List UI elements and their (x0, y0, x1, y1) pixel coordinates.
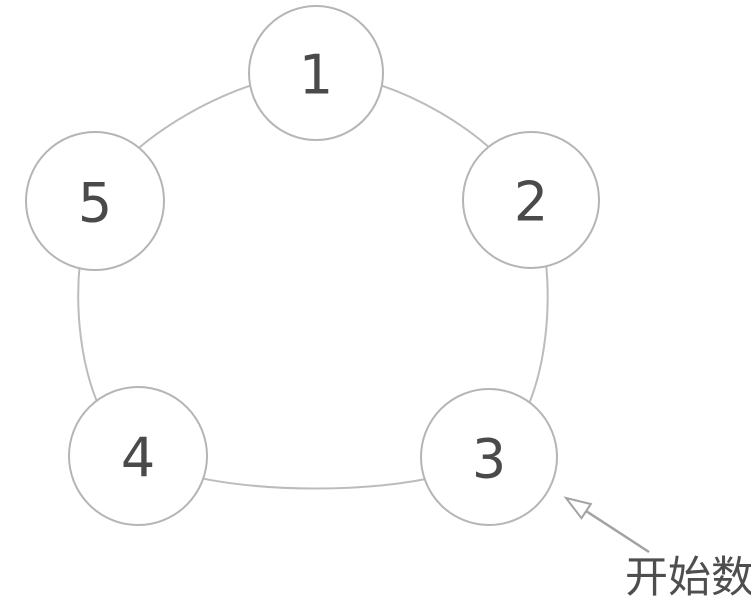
arrow-shaft (585, 510, 650, 554)
node-circle-2 (462, 131, 600, 269)
node-label-4: 4 (121, 427, 155, 490)
node-label-1: 1 (299, 44, 333, 107)
annotation-label: 开始数 (625, 553, 751, 603)
node-label-2: 2 (514, 171, 548, 234)
node-circle-4 (68, 386, 208, 526)
arrow-head-icon (563, 496, 593, 520)
node-circle-5 (25, 131, 165, 271)
node-label-3: 3 (472, 428, 506, 491)
annotation-group: 开始数 (563, 496, 751, 603)
node-label-5: 5 (78, 172, 112, 235)
nodes-group: 1 2 3 4 5 (25, 5, 600, 526)
node-circle-1 (248, 5, 384, 141)
node-circle-3 (420, 388, 558, 526)
